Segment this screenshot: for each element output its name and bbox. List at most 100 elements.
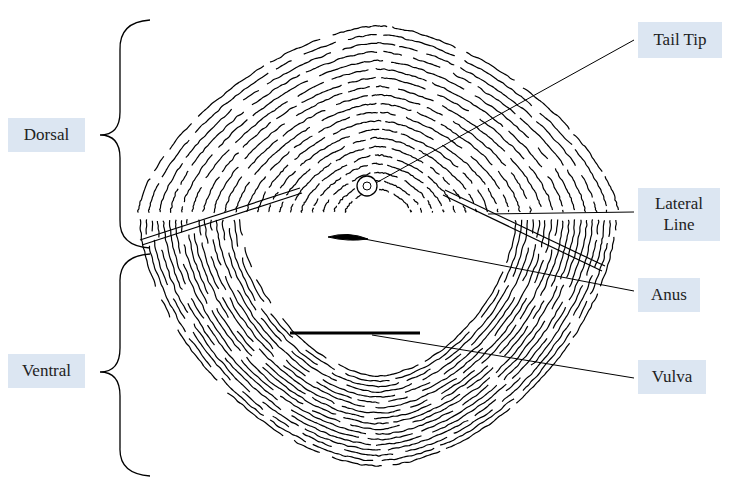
stria-line	[202, 242, 219, 288]
stria-line	[243, 122, 271, 147]
label-text: Tail Tip	[653, 30, 706, 50]
stria-line	[191, 298, 204, 318]
stria-line	[466, 52, 514, 80]
label-box: Dorsal	[8, 118, 85, 152]
stria-line	[336, 95, 368, 104]
stria-line	[235, 102, 287, 143]
stria-line	[344, 450, 393, 457]
stria-line	[381, 78, 425, 90]
stria-line	[214, 167, 239, 213]
stria-line	[374, 404, 431, 419]
stria-line	[370, 137, 415, 149]
stria-line	[194, 233, 228, 317]
stria-line	[509, 131, 542, 167]
stria-line	[161, 250, 187, 313]
label-text: Dorsal	[24, 125, 69, 145]
stria-line	[218, 120, 247, 148]
stria-line	[443, 209, 444, 211]
stria-line	[444, 297, 515, 374]
stria-line	[206, 150, 230, 178]
stria-line	[531, 285, 583, 365]
stria-line	[305, 429, 381, 450]
stria-line	[276, 61, 292, 69]
stria-line	[283, 318, 327, 358]
stria-line	[314, 198, 318, 205]
stria-line	[520, 250, 552, 319]
stria-line	[392, 149, 423, 163]
stria-line	[481, 290, 499, 318]
stria-line	[345, 201, 352, 212]
stria-line	[273, 416, 289, 427]
lateral-line-left	[140, 188, 300, 240]
stria-line	[497, 209, 498, 212]
stria-line	[419, 150, 466, 189]
stria-line	[154, 240, 167, 285]
stria-line	[368, 434, 413, 440]
stria-line	[211, 256, 226, 289]
stria-line	[475, 96, 529, 138]
stria-line	[300, 136, 349, 166]
stria-line	[615, 220, 617, 230]
stria-line	[183, 264, 231, 351]
stria-line	[432, 83, 503, 127]
stria-line	[529, 166, 553, 210]
stria-line	[216, 220, 231, 278]
stria-line	[280, 171, 295, 188]
stria-line	[397, 160, 423, 173]
label-box: Ventral	[8, 354, 85, 388]
stria-line	[432, 384, 506, 432]
stria-line	[393, 451, 441, 464]
label-text: Lateral Line	[648, 194, 710, 235]
stria-line	[234, 220, 238, 247]
label-box: Lateral Line	[638, 188, 720, 241]
stria-line	[230, 298, 274, 357]
label-text: Ventral	[22, 361, 71, 381]
stria-line	[267, 53, 331, 84]
stria-line	[573, 294, 598, 338]
lateral-line-right	[443, 195, 602, 271]
stria-line	[573, 134, 602, 171]
stria-line	[186, 219, 188, 224]
stria-line	[343, 418, 389, 425]
stria-line	[511, 173, 527, 199]
stria-line	[342, 406, 401, 413]
stria-line	[210, 220, 212, 231]
stria-line	[313, 444, 373, 460]
stria-line	[243, 90, 259, 100]
stria-line	[283, 111, 325, 137]
stria-line	[217, 308, 252, 356]
stria-line	[186, 109, 232, 157]
stria-line	[392, 27, 455, 48]
stria-line	[605, 176, 618, 210]
stria-line	[606, 210, 608, 212]
stria-line	[388, 397, 407, 402]
stria-line	[504, 302, 562, 380]
stria-line	[181, 171, 188, 185]
stria-line	[548, 177, 563, 207]
stria-line	[237, 331, 254, 351]
stria-line	[594, 202, 597, 213]
stria-line	[149, 183, 159, 212]
stria-line	[291, 410, 359, 437]
stria-line	[334, 206, 336, 212]
stria-line	[546, 219, 552, 252]
stria-line	[496, 286, 557, 373]
stria-line	[176, 220, 181, 254]
stria-line	[336, 149, 364, 161]
stria-line	[240, 219, 243, 235]
lateral-line-right	[445, 190, 605, 266]
stria-line	[291, 204, 293, 212]
stria-line	[138, 179, 151, 213]
stria-line	[161, 300, 169, 318]
stria-line	[182, 206, 183, 212]
stria-line	[178, 330, 218, 381]
stria-line	[432, 211, 433, 213]
stria-line	[590, 243, 607, 294]
stria-line	[422, 348, 483, 390]
stria-line	[350, 424, 399, 429]
stria-line	[383, 35, 455, 56]
stria-line	[441, 370, 474, 393]
stria-line	[475, 399, 496, 416]
